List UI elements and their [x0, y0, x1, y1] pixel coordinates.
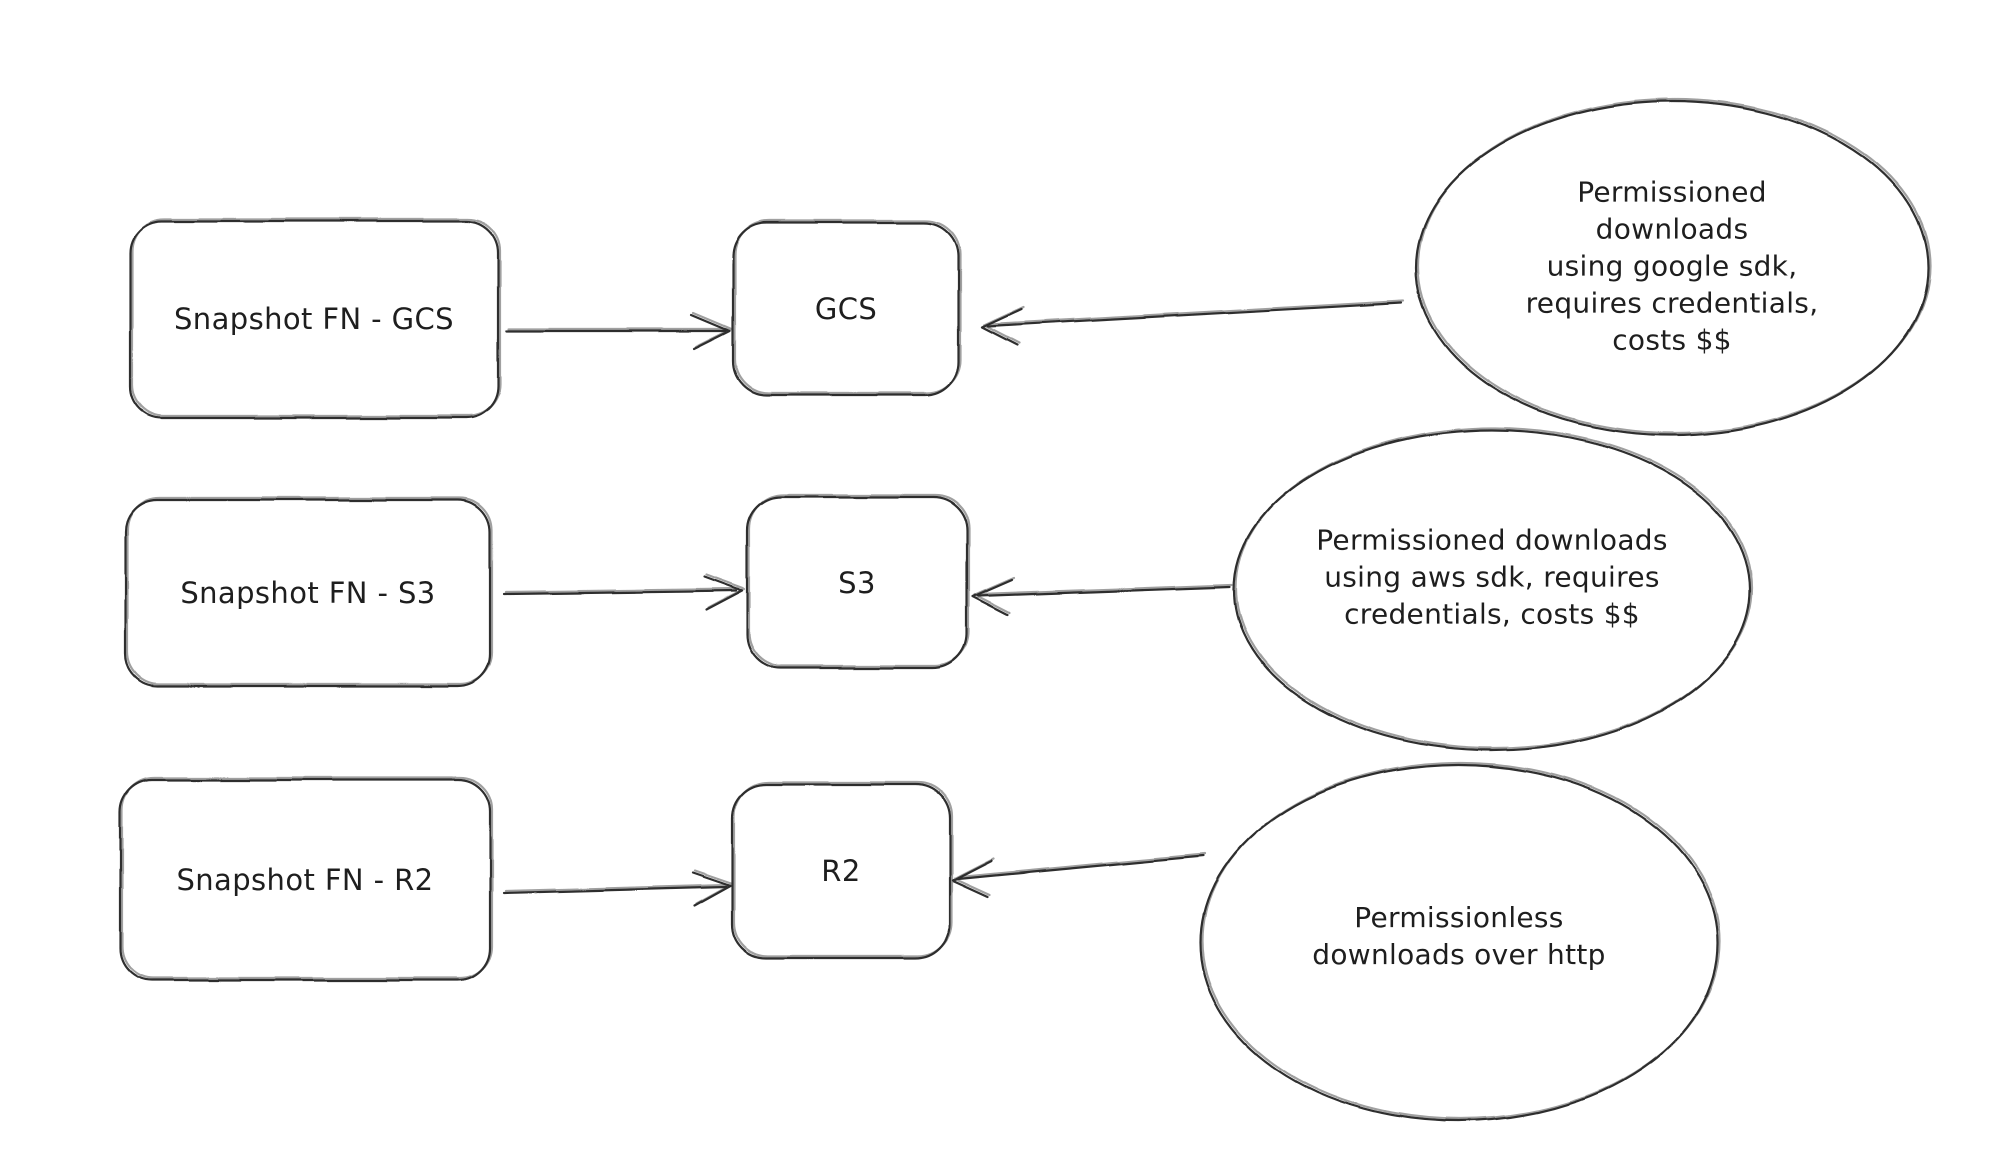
note-text-gcs: Permissioned downloads using google sdk,… — [1525, 175, 1819, 357]
note-text-s3: Permissioned downloads using aws sdk, re… — [1316, 523, 1668, 631]
target-box-r2 — [730, 783, 952, 960]
arrow-note-to-s3 — [971, 578, 1232, 617]
note-ellipse-r2 — [1198, 763, 1720, 1123]
source-label-snapshot-fn-r2: Snapshot FN - R2 — [176, 863, 434, 897]
source-label-snapshot-fn-s3: Snapshot FN - S3 — [180, 576, 436, 610]
target-box-gcs — [731, 221, 960, 397]
note-text-r2: Permissionless downloads over http — [1312, 901, 1606, 971]
source-label-snapshot-fn-gcs: Snapshot FN - GCS — [174, 302, 454, 336]
arrow-note-to-gcs — [980, 301, 1404, 347]
arrow-snapshot-to-s3 — [502, 575, 744, 612]
target-label-r2: R2 — [821, 854, 861, 888]
source-box-snapshot-fn-gcs — [128, 219, 500, 420]
note-ellipse-gcs — [1414, 99, 1930, 437]
target-box-s3 — [745, 495, 969, 670]
arrow-snapshot-to-gcs — [504, 313, 732, 351]
source-box-snapshot-fn-s3 — [123, 498, 492, 688]
target-label-s3: S3 — [838, 566, 876, 600]
target-label-gcs: GCS — [814, 292, 878, 326]
note-ellipse-s3 — [1232, 428, 1752, 752]
source-box-snapshot-fn-r2 — [118, 778, 492, 982]
arrow-note-to-r2 — [951, 854, 1205, 899]
